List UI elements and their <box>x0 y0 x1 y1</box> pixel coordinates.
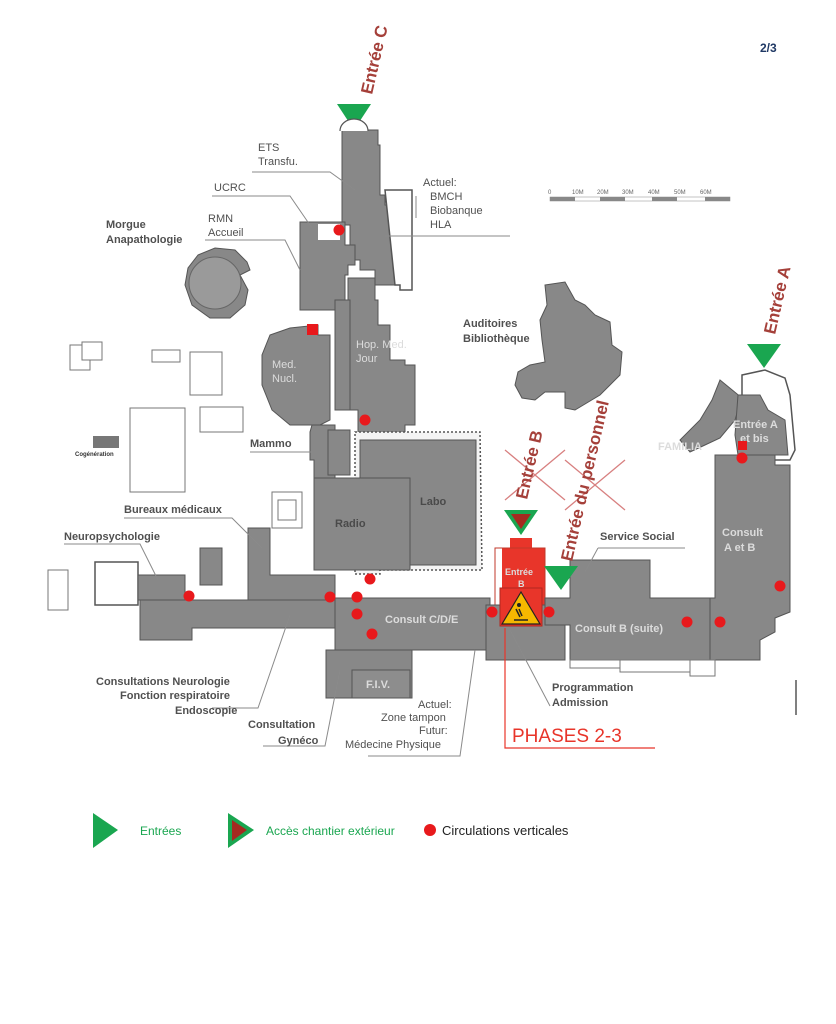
label-zone-tampon: Zone tampon <box>381 712 446 724</box>
legend-entrees: Entrées <box>140 824 181 838</box>
label-entree-a-bis: Entrée A <box>733 419 778 431</box>
label-chantier-b: B <box>518 579 525 589</box>
scale-label: 50M <box>674 190 686 196</box>
label-labo: Labo <box>420 496 447 508</box>
label-bibliotheque: Bibliothèque <box>463 333 530 345</box>
label-chantier: Entrée <box>505 567 533 577</box>
worksite-warning-icon <box>499 587 543 627</box>
label-med: Med. <box>272 359 296 371</box>
label-consult: Consult <box>722 527 763 539</box>
scale-label: 0 <box>548 190 552 196</box>
legend-circulations: Circulations verticales <box>442 823 569 838</box>
label-transfu: Transfu. <box>258 156 298 168</box>
entrance-c-marker <box>337 104 371 130</box>
label-neuropsy: Neuropsychologie <box>64 531 160 543</box>
legend: Entrées Accès chantier extérieur Circula… <box>93 813 569 848</box>
scale-label: 20M <box>597 190 609 196</box>
label-consult-b-suite: Consult B (suite) <box>575 623 663 635</box>
label-admission: Admission <box>552 697 609 709</box>
label-endoscopie: Endoscopie <box>175 705 237 717</box>
label-a-et-b: A et B <box>724 542 755 554</box>
label-gyneco: Gynéco <box>278 735 319 747</box>
label-ucrc: UCRC <box>214 182 246 194</box>
label-familia: FAMILIA <box>658 441 702 453</box>
label-jour: Jour <box>356 353 378 365</box>
map-labels: ETS Transfu. UCRC RMN Accueil Morgue Ana… <box>64 142 778 751</box>
label-biobanque: Biobanque <box>430 205 483 217</box>
legend-acces-chantier: Accès chantier extérieur <box>266 824 395 838</box>
label-bmch: BMCH <box>430 191 462 203</box>
scale-bar: 0 10M 20M 30M 40M 50M 60M <box>548 190 731 202</box>
label-programmation: Programmation <box>552 682 634 694</box>
buildings <box>47 129 796 699</box>
label-fiv: F.I.V. <box>366 679 390 691</box>
scale-label: 60M <box>700 190 712 196</box>
label-futur: Futur: <box>419 725 448 737</box>
label-hla: HLA <box>430 219 452 231</box>
label-phases: PHASES 2-3 <box>512 726 622 747</box>
label-fonction-resp: Fonction respiratoire <box>120 690 230 702</box>
label-mammo: Mammo <box>250 438 292 450</box>
entrance-personnel-marker <box>544 566 578 590</box>
label-medecine-physique: Médecine Physique <box>345 739 441 751</box>
label-radio: Radio <box>335 518 366 530</box>
label-rmn: RMN <box>208 213 233 225</box>
label-zt-actuel: Actuel: <box>418 699 452 711</box>
entrance-c-label: Entrée C <box>357 23 391 95</box>
closed-entrance-marks <box>504 449 626 511</box>
legend-site-access-icon <box>228 813 254 848</box>
leader-lines <box>64 171 685 757</box>
label-hop-med: Hop. Med. <box>356 339 407 351</box>
vertical-circulation-dots <box>183 224 786 640</box>
label-morgue: Morgue <box>106 219 146 231</box>
label-et-bis: et bis <box>740 433 769 445</box>
entrance-a-marker <box>747 344 781 368</box>
scale-label: 40M <box>648 190 660 196</box>
label-bureaux: Bureaux médicaux <box>124 504 223 516</box>
label-consult-cde: Consult C/D/E <box>385 614 458 626</box>
site-access-marker <box>504 510 538 535</box>
entrance-a-label: Entrée A <box>760 264 794 336</box>
page-number: 2/3 <box>760 41 777 55</box>
legend-entrance-icon <box>93 813 118 848</box>
label-ets: ETS <box>258 142 279 154</box>
label-auditoires: Auditoires <box>463 318 517 330</box>
label-cogeneration: Cogénération <box>75 452 114 458</box>
legend-circulation-icon <box>424 824 436 836</box>
entrance-b-label: Entrée B <box>512 428 546 500</box>
label-service-social: Service Social <box>600 531 675 543</box>
label-consult-neuro: Consultations Neurologie <box>96 676 230 688</box>
label-nucl: Nucl. <box>272 373 297 385</box>
scale-label: 10M <box>572 190 584 196</box>
label-actuel: Actuel: <box>423 177 457 189</box>
label-consultation: Consultation <box>248 719 315 731</box>
scale-label: 30M <box>622 190 634 196</box>
label-accueil: Accueil <box>208 227 243 239</box>
label-anapathologie: Anapathologie <box>106 234 182 246</box>
